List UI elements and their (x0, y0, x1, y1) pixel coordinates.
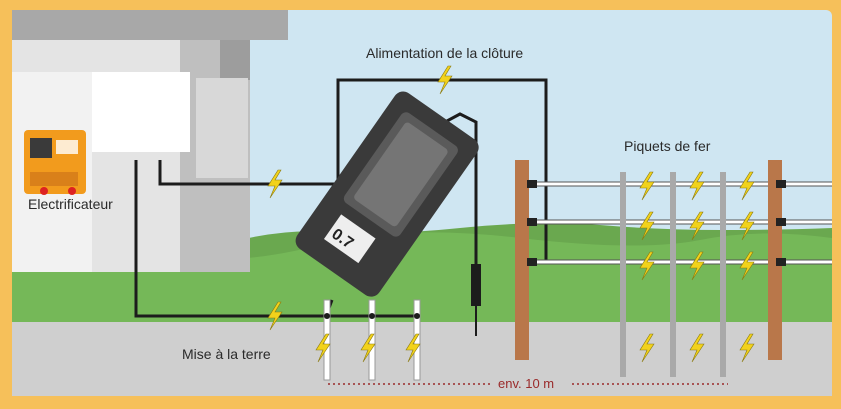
lightning-bolt-icon (405, 333, 421, 363)
lightning-bolt-icon (739, 333, 755, 363)
grass-highlight (12, 232, 832, 330)
lightning-bolt-icon (739, 171, 755, 201)
wooden-post (515, 160, 529, 360)
energizer-label: Electrificateur (28, 196, 113, 212)
distance-label: env. 10 m (498, 376, 555, 391)
lightning-bolt-icon (689, 333, 705, 363)
feed-wire (158, 78, 548, 263)
lightning-bolt-icon (315, 333, 331, 363)
lightning-bolt-icon (739, 211, 755, 241)
lightning-bolts (267, 65, 755, 363)
iron-stakes-label: Piquets de fer (624, 138, 711, 154)
lightning-bolt-icon (689, 171, 705, 201)
lightning-bolt-icon (267, 301, 283, 331)
lightning-bolt-icon (639, 171, 655, 201)
wooden-post (768, 160, 782, 360)
lightning-bolt-icon (639, 211, 655, 241)
lightning-bolt-icon (360, 333, 376, 363)
iron-stakes (620, 172, 726, 377)
lightning-bolt-icon (689, 211, 705, 241)
power-supply-label: Alimentation de la clôture (366, 45, 524, 61)
fence-tester (295, 91, 479, 297)
ground (12, 322, 832, 396)
iron-stake (720, 172, 726, 377)
lightning-bolt-icon (437, 65, 453, 95)
lightning-bolt-icon (689, 251, 705, 281)
lightning-bolt-icon (639, 251, 655, 281)
grounding-label: Mise à la terre (182, 346, 271, 362)
ground-connectors (324, 313, 420, 319)
lightning-bolt-icon (267, 169, 283, 199)
wooden-posts (515, 160, 786, 360)
tester-probe (471, 264, 481, 306)
iron-stake (670, 172, 676, 377)
lightning-bolt-icon (639, 333, 655, 363)
lightning-bolt-icon (739, 251, 755, 281)
energizer-device (24, 130, 86, 195)
iron-stake (620, 172, 626, 377)
